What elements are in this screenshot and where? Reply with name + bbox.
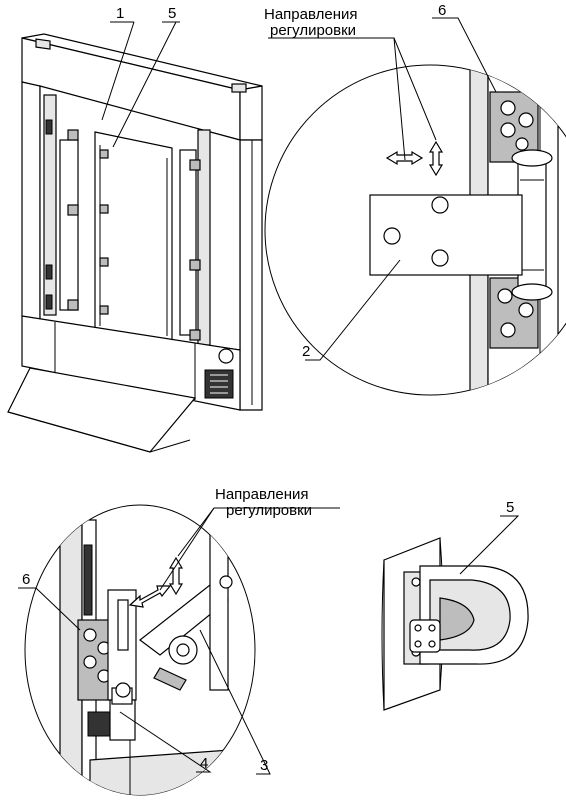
callout-6-bottom: 6	[22, 571, 30, 588]
caption-bottom-line1: Направления	[215, 486, 309, 503]
caption-top-line2: регулировки	[270, 22, 356, 39]
callout-5-top: 5	[168, 5, 176, 22]
adjust-arrows-icon	[385, 140, 444, 177]
bolt-icon	[497, 100, 534, 338]
callout-6-top: 6	[438, 2, 446, 19]
knob-icon	[409, 619, 441, 653]
hinge-detail	[264, 17, 566, 396]
callout-2: 2	[302, 343, 310, 360]
cabinet-overview	[7, 33, 263, 453]
detail-circle-top	[264, 64, 566, 396]
callout-4: 4	[200, 755, 208, 772]
adjustment-detail	[18, 504, 340, 796]
adjust-arrows-icon-bottom	[128, 556, 184, 608]
caption-top-line1: Направления	[264, 6, 358, 23]
caption-bottom-line2: регулировки	[226, 502, 312, 519]
callout-3: 3	[260, 757, 268, 774]
bracket-detail	[381, 515, 529, 711]
vent-grille-icon	[204, 369, 234, 399]
callout-1: 1	[116, 5, 124, 22]
plate-bracket-icon	[67, 129, 201, 341]
callout-5-bottom: 5	[506, 499, 514, 516]
